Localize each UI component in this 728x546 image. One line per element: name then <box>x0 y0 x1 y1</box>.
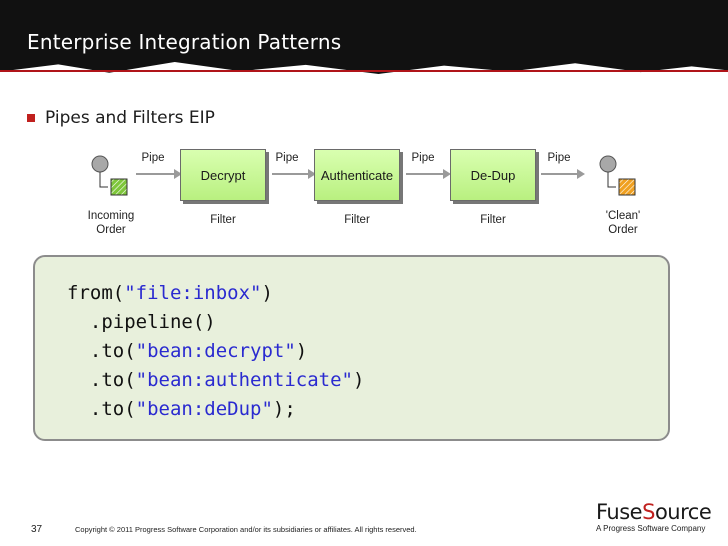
pipe-label-2: Pipe <box>275 152 299 164</box>
code-line: .to("bean:authenticate") <box>67 369 365 391</box>
bullet-text: Pipes and Filters EIP <box>45 108 215 128</box>
pipes-filters-diagram: Pipe Pipe Pipe Pipe Decrypt Authenticate… <box>80 145 660 245</box>
filter-caption-1: Filter <box>210 214 236 226</box>
bullet-item: Pipes and Filters EIP <box>27 108 215 128</box>
header-red-line <box>0 70 728 72</box>
incoming-order-label: Incoming Order <box>80 209 142 237</box>
pipe-label-1: Pipe <box>141 152 165 164</box>
filter-dedup: De-Dup <box>450 149 536 201</box>
incoming-label-line1: Incoming <box>87 210 135 222</box>
logo-subtitle: A Progress Software Company <box>596 524 706 533</box>
filter-authenticate: Authenticate <box>314 149 400 201</box>
filter-caption-2: Filter <box>344 214 370 226</box>
clean-order-label: 'Clean' Order <box>592 209 654 237</box>
diagram-connectors <box>91 155 636 196</box>
code-line: .pipeline() <box>67 311 216 333</box>
incoming-label-line2: Order <box>96 224 126 236</box>
slide-header: Enterprise Integration Patterns <box>0 0 728 86</box>
code-box: from("file:inbox") .pipeline() .to("bean… <box>33 255 670 441</box>
header-brush-edge <box>0 62 728 86</box>
pipe-label-3: Pipe <box>411 152 435 164</box>
filter-decrypt: Decrypt <box>180 149 266 201</box>
code-line: .to("bean:deDup"); <box>67 398 296 420</box>
incoming-message-icon <box>110 178 128 196</box>
code-block: from("file:inbox") .pipeline() .to("bean… <box>67 279 364 424</box>
code-line: from("file:inbox") <box>67 282 273 304</box>
fusesource-logo: FuseSource <box>596 500 712 524</box>
clean-label-line2: Order <box>608 224 638 236</box>
code-line: .to("bean:decrypt") <box>67 340 308 362</box>
clean-message-icon <box>618 178 636 196</box>
clean-label-line1: 'Clean' <box>605 210 641 222</box>
clean-endpoint-icon <box>599 155 617 173</box>
page-number: 37 <box>31 524 43 535</box>
filter-caption-3: Filter <box>480 214 506 226</box>
pipe-label-4: Pipe <box>547 152 571 164</box>
incoming-endpoint-icon <box>91 155 109 173</box>
slide-title: Enterprise Integration Patterns <box>27 30 342 54</box>
copyright-text: Copyright © 2011 Progress Software Corpo… <box>75 525 417 534</box>
bullet-square-icon <box>27 114 35 122</box>
